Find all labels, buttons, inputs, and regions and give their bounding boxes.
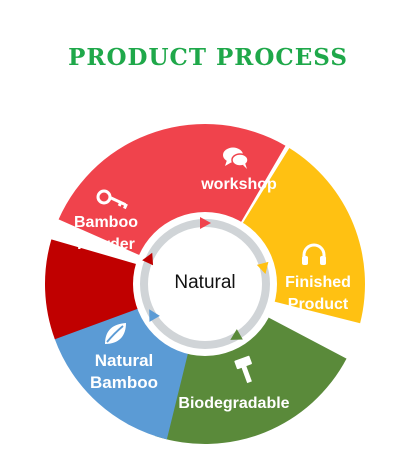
hammer-icon [234,355,252,384]
segment-label-biodegradable: Biodegradable [178,395,290,412]
segment-label-finished-line2: Product [287,296,349,313]
segment-label-bamboo-powder: Bamboo Powder [58,212,154,256]
ring-arrow-marker [149,309,160,322]
center-circle [151,230,259,338]
ring-arrow-marker [200,217,211,229]
segment-label-powder-line2: Powder [77,236,135,253]
segment-label-finished-line1: Finished [285,274,351,291]
center-label: Natural [174,272,236,293]
segment-label-finished-product: Finished Product [268,272,368,316]
key-icon [96,189,128,210]
segment-bamboo-powder [45,239,145,340]
ring-arrow-marker [230,329,243,340]
segment-label-natural-line1: Natural [94,351,154,370]
segment-label-natural-bamboo: Natural Bamboo [74,350,174,394]
page-title: PRODUCT PROCESS [68,44,348,71]
segment-label-bamboo-line1: Bamboo [74,214,138,231]
headphones-icon [302,243,326,265]
ring-arrow-marker [256,261,269,275]
segment-label-bamboo-line2: Bamboo [90,373,158,392]
segment-label-workshop: workshop [201,176,277,193]
ring-arrow-marker [142,252,154,266]
speech-bubbles-icon [223,147,249,169]
segment-natural-bamboo [54,305,190,440]
leaf-icon [105,323,126,344]
